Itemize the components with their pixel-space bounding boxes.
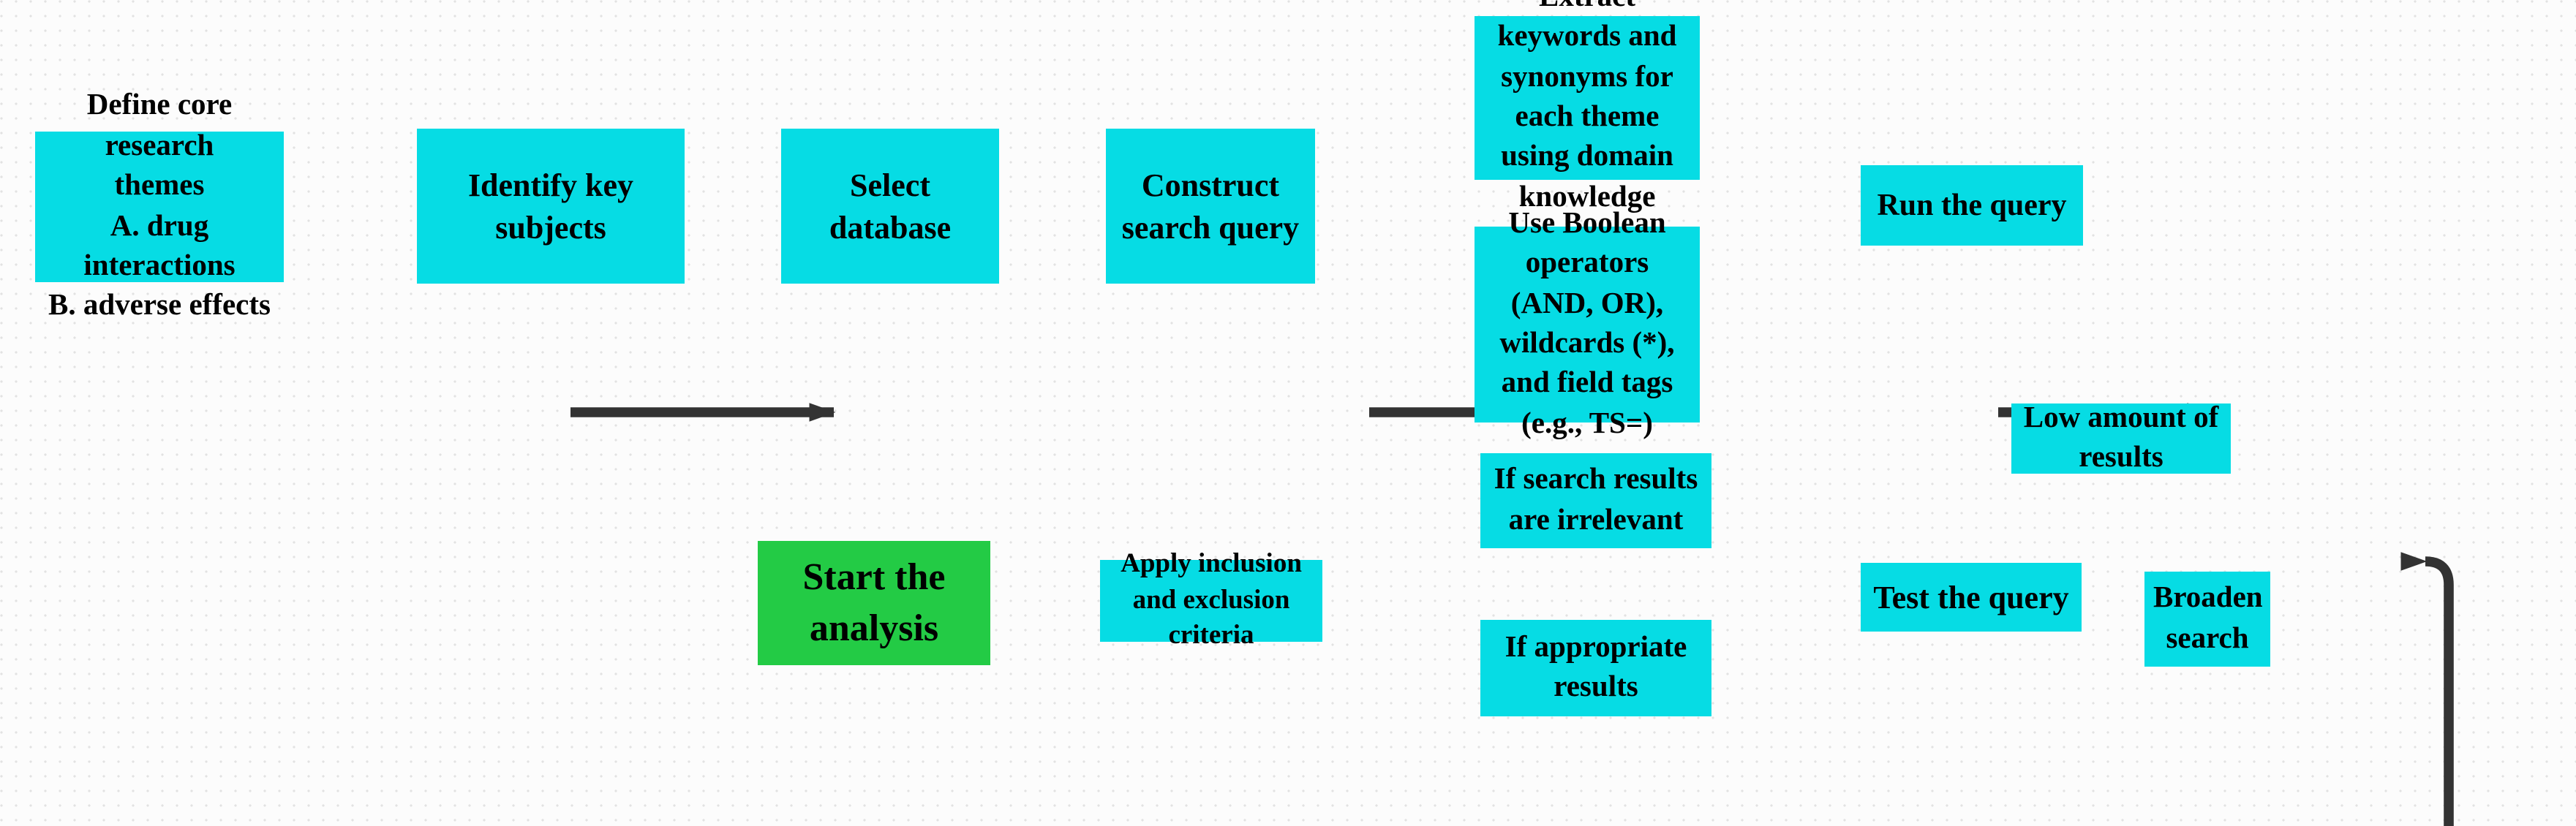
- node-low-amount-of-results[interactable]: Low amount of results: [2011, 401, 2231, 474]
- node-apply-inclusion-and-exclusion-criteria[interactable]: Apply inclusion and exclusion criteria: [1100, 550, 1322, 651]
- node-label: If search results are irrelevant: [1494, 463, 1698, 536]
- node-extract-keywords[interactable]: Extract keywords and synonyms for each t…: [1475, 0, 1700, 213]
- node-label: Apply inclusion and exclusion criteria: [1121, 549, 1302, 651]
- node-run-the-query[interactable]: Run the query: [1861, 165, 2083, 246]
- node-identify-key-subjects[interactable]: Identify key subjects: [417, 129, 685, 284]
- node-label: Start the analysis: [802, 555, 946, 648]
- node-test-the-query[interactable]: Test the query: [1861, 563, 2082, 632]
- node-use-boolean-operators[interactable]: Use Boolean operators (AND, OR), wildcar…: [1475, 207, 1700, 440]
- node-label: Construct search query: [1121, 166, 1300, 246]
- node-label: Identify key subjects: [467, 166, 634, 246]
- node-label: Define core research themes A. drug inte…: [48, 89, 271, 322]
- node-construct-search-query[interactable]: Construct search query: [1106, 129, 1315, 284]
- node-label: Run the query: [1877, 187, 2067, 223]
- node-label: Use Boolean operators (AND, OR), wildcar…: [1499, 207, 1675, 440]
- node-broaden-search[interactable]: Broaden search: [2144, 572, 2270, 667]
- node-if-search-results-are-irrelevant[interactable]: If search results are irrelevant: [1480, 453, 1711, 548]
- node-label: Broaden search: [2153, 582, 2263, 654]
- node-label: Test the query: [1873, 578, 2069, 615]
- node-label: Select database: [829, 166, 952, 246]
- node-select-database[interactable]: Select database: [781, 129, 999, 284]
- node-define-core-research-themes[interactable]: Define core research themes A. drug inte…: [35, 89, 284, 322]
- node-label: Low amount of results: [2023, 401, 2219, 474]
- node-start-the-analysis[interactable]: Start the analysis: [758, 541, 990, 665]
- node-label: If appropriate results: [1504, 631, 1687, 703]
- edge-irrelevant-to-construct: [2423, 552, 2454, 826]
- node-if-appropriate-results[interactable]: If appropriate results: [1480, 620, 1711, 716]
- node-label: Extract keywords and synonyms for each t…: [1497, 0, 1677, 213]
